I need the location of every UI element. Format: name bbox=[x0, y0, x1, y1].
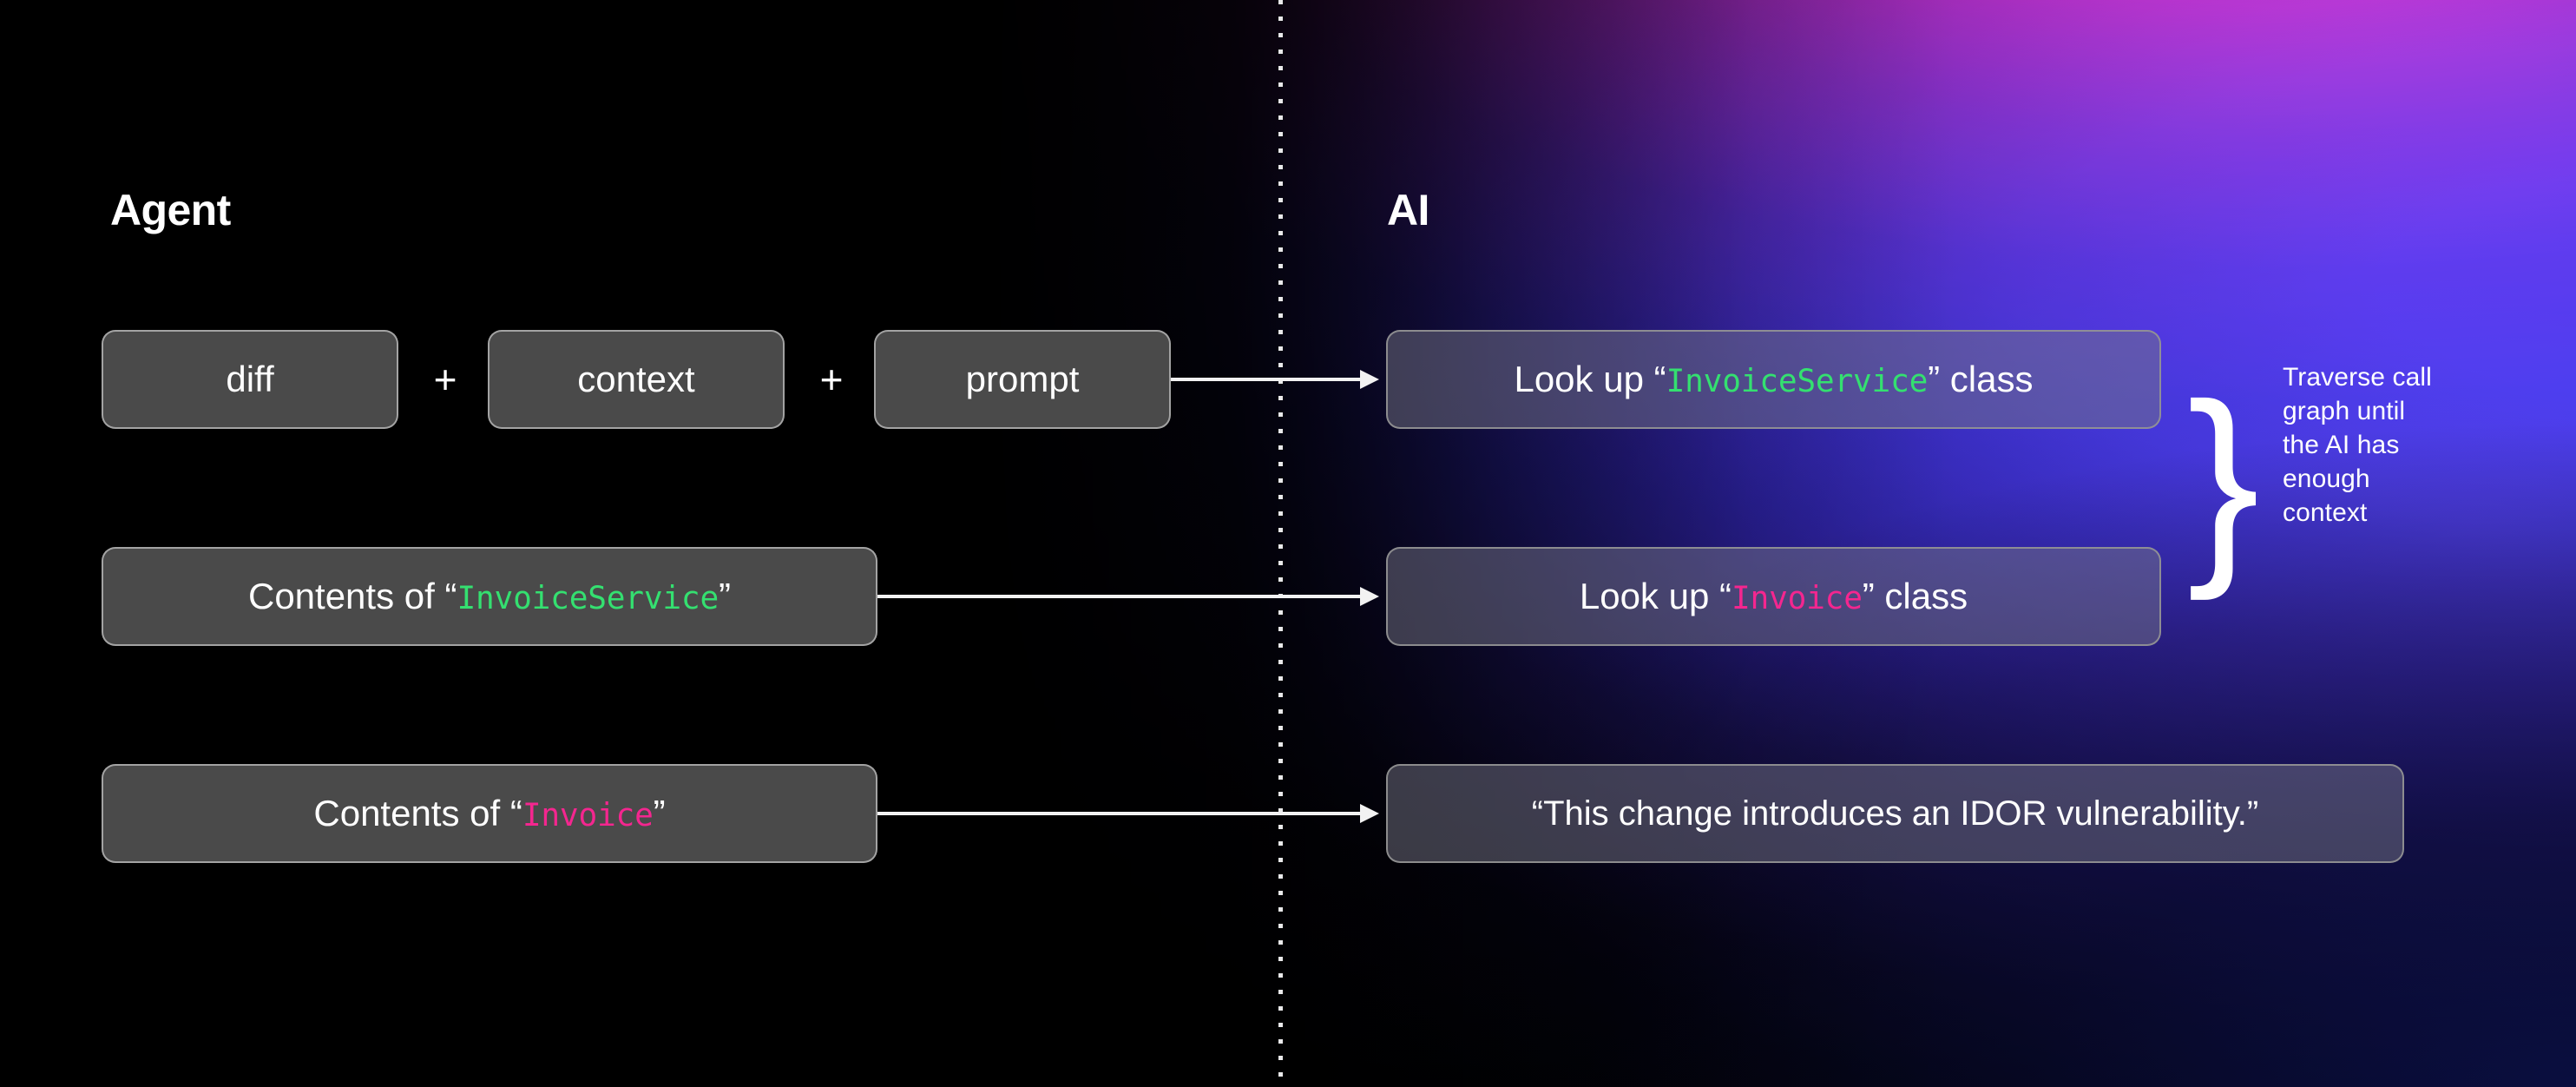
node-idor-finding-text: “This change introduces an IDOR vulnerab… bbox=[1531, 794, 2259, 833]
node-lookup-invoiceservice[interactable]: Look up “InvoiceService” class bbox=[1386, 330, 2161, 429]
plus-operator-2: + bbox=[819, 357, 844, 402]
node-contents-invoiceservice-text: Contents of “InvoiceService” bbox=[248, 576, 731, 616]
text-prefix: Look up “ bbox=[1579, 576, 1732, 617]
node-lookup-invoice[interactable]: Look up “Invoice” class bbox=[1386, 547, 2161, 646]
node-contents-invoiceservice[interactable]: Contents of “InvoiceService” bbox=[102, 547, 877, 646]
text-suffix: ” class bbox=[1862, 576, 1968, 617]
arrow-row-1-head bbox=[1360, 370, 1379, 389]
node-prompt[interactable]: prompt bbox=[874, 330, 1171, 429]
node-diff-label: diff bbox=[226, 359, 274, 400]
text-prefix: Contents of “ bbox=[247, 576, 457, 617]
arrow-row-3 bbox=[877, 804, 1379, 823]
annotation-line-3: the AI has bbox=[2283, 431, 2400, 459]
plus-operator-1: + bbox=[433, 357, 457, 402]
arrow-row-1 bbox=[1171, 370, 1379, 389]
node-context[interactable]: context bbox=[488, 330, 785, 429]
node-contents-invoice[interactable]: Contents of “Invoice” bbox=[102, 764, 877, 863]
annotation-line-2: graph until bbox=[2283, 397, 2406, 425]
node-prompt-label: prompt bbox=[965, 359, 1080, 400]
text-prefix: Look up “ bbox=[1514, 359, 1666, 400]
arrow-row-2-head bbox=[1360, 587, 1379, 606]
annotation-traverse-call-graph: Traverse call graph until the AI has eno… bbox=[2283, 360, 2543, 530]
annotation-line-1: Traverse call bbox=[2283, 363, 2432, 392]
node-diff[interactable]: diff bbox=[102, 330, 398, 429]
text-suffix: ” bbox=[719, 576, 732, 617]
code-token-invoice: Invoice bbox=[522, 796, 654, 834]
code-token-invoiceservice: InvoiceService bbox=[1666, 362, 1929, 400]
arrow-row-3-head bbox=[1360, 804, 1379, 823]
node-contents-invoice-text: Contents of “Invoice” bbox=[313, 793, 665, 833]
grouping-brace: } bbox=[2187, 359, 2260, 601]
code-token-invoice: Invoice bbox=[1731, 579, 1863, 617]
column-divider bbox=[1278, 0, 1283, 1087]
node-lookup-invoiceservice-text: Look up “InvoiceService” class bbox=[1514, 359, 2033, 399]
node-context-label: context bbox=[577, 359, 695, 400]
text-prefix: Contents of “ bbox=[313, 793, 522, 834]
arrow-row-1-shaft bbox=[1171, 378, 1362, 381]
column-title-agent: Agent bbox=[110, 186, 231, 234]
column-title-ai: AI bbox=[1387, 186, 1429, 234]
text-suffix: ” bbox=[653, 793, 666, 834]
code-token-invoiceservice: InvoiceService bbox=[457, 579, 720, 617]
arrow-row-2 bbox=[877, 587, 1379, 606]
annotation-line-5: context bbox=[2283, 498, 2368, 527]
node-idor-finding[interactable]: “This change introduces an IDOR vulnerab… bbox=[1386, 764, 2404, 863]
arrow-row-2-shaft bbox=[877, 595, 1362, 598]
text-suffix: ” class bbox=[1928, 359, 2034, 400]
annotation-line-4: enough bbox=[2283, 464, 2370, 493]
arrow-row-3-shaft bbox=[877, 812, 1362, 815]
node-lookup-invoice-text: Look up “Invoice” class bbox=[1580, 576, 1968, 616]
